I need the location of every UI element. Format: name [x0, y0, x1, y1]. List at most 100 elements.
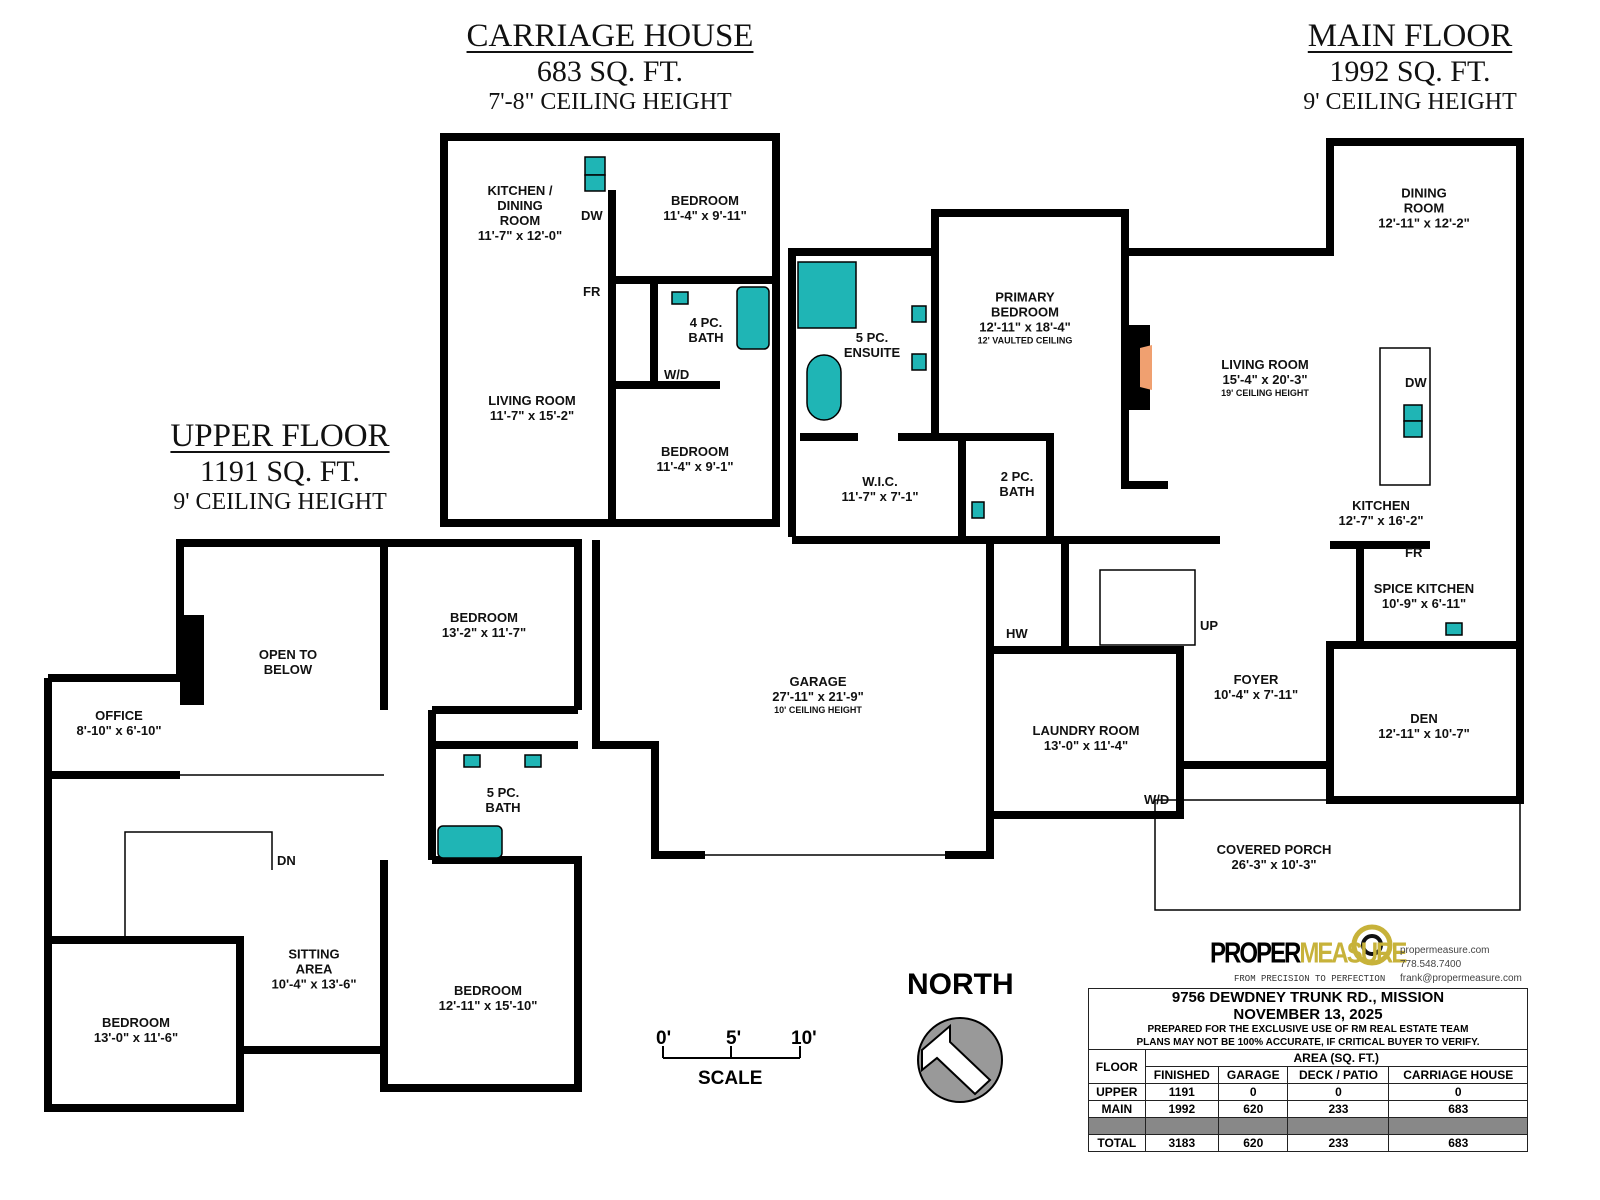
room-name: BATH	[485, 800, 521, 815]
scale-tick-10: 10'	[791, 1028, 817, 1049]
room-label: W.I.C.11'-7" x 7'-1"	[841, 474, 918, 504]
room-name: BEDROOM	[671, 193, 739, 208]
header-area: 1191 SQ. FT.	[199, 455, 361, 488]
north-arrow	[917, 1017, 1003, 1103]
fridge-label: FR	[583, 284, 601, 299]
cell: TOTAL	[1088, 1134, 1146, 1152]
upper-fireplace	[180, 615, 204, 705]
walls	[44, 133, 1524, 1112]
room-label: 2 PC.BATH	[999, 469, 1034, 499]
room-dimensions: 11'-4" x 9'-11"	[663, 208, 747, 223]
room-name: BEDROOM	[991, 304, 1059, 320]
area-summary-table: 9756 DEWDNEY TRUNK RD., MISSION NOVEMBER…	[1088, 988, 1529, 1152]
room-label: 4 PC.BATH	[688, 315, 723, 345]
main-floor-header: MAIN FLOOR 1992 SQ. FT. 9' CEILING HEIGH…	[1280, 18, 1540, 116]
header-area: 1992 SQ. FT.	[1329, 55, 1491, 88]
bathtub-icon	[736, 286, 770, 350]
header-title: MAIN FLOOR	[1307, 18, 1513, 54]
upper-floor-walls	[48, 539, 582, 710]
hot-water-label: HW	[1006, 626, 1028, 641]
cell: MAIN	[1088, 1100, 1146, 1118]
north-arrow-icon	[921, 1023, 992, 1096]
room-name: PRIMARY	[995, 289, 1055, 305]
room-dimensions: 11'-4" x 9'-1"	[656, 459, 734, 474]
cell: 233	[1287, 1134, 1390, 1152]
carriage-house-header: CARRIAGE HOUSE 683 SQ. FT. 7'-8" CEILING…	[440, 18, 780, 116]
cell: 683	[1388, 1134, 1528, 1152]
scale-bar	[662, 1046, 801, 1059]
main-floor-walls	[788, 209, 1168, 537]
col-header: DECK / PATIO	[1287, 1066, 1390, 1084]
prepared-for: PREPARED FOR THE EXCLUSIVE USE OF RM REA…	[1147, 1024, 1469, 1035]
col-header: GARAGE	[1218, 1066, 1289, 1084]
cell: 620	[1218, 1100, 1289, 1118]
room-name: KITCHEN /	[487, 183, 553, 198]
room-dimensions: 10'-9" x 6'-11"	[1381, 596, 1467, 611]
room-name: BEDROOM	[450, 610, 518, 625]
room-name: SPICE KITCHEN	[1373, 581, 1475, 596]
logo-brand-a: PROPER	[1210, 937, 1301, 970]
cell: 0	[1287, 1083, 1390, 1101]
room-dimensions: 13'-0" x 11'-4"	[1043, 738, 1129, 753]
room-label: 5 PC.ENSUITE	[844, 330, 900, 360]
shaded-row	[1088, 1117, 1528, 1135]
room-name: 5 PC.	[855, 330, 889, 345]
room-dimensions: 12'-7" x 16'-2"	[1338, 513, 1424, 528]
room-name: LIVING ROOM	[1221, 357, 1309, 372]
room-name: BATH	[688, 330, 724, 345]
room-name: DINING	[497, 198, 543, 213]
stairs-up-label: UP	[1200, 618, 1219, 633]
room-dimensions: 10'-4" x 13'-6"	[271, 976, 357, 992]
room-name: LAUNDRY ROOM	[1032, 723, 1140, 738]
header-area: 683 SQ. FT.	[536, 55, 684, 88]
fireplace	[1128, 325, 1150, 410]
room-name: SITTING	[288, 946, 340, 962]
room-dimensions: 27'-11" x 21'-9"	[772, 689, 864, 704]
room-name: BEDROOM	[102, 1015, 170, 1030]
room-dimensions: 12'-11" x 18'-4"	[979, 319, 1071, 335]
room-name: 5 PC.	[486, 785, 520, 800]
col-header: FINISHED	[1144, 1066, 1220, 1084]
room-name: ENSUITE	[843, 345, 901, 360]
cell: 1992	[1144, 1100, 1220, 1118]
scale-label: SCALE	[698, 1068, 763, 1089]
area-header: AREA (SQ. FT.)	[1144, 1049, 1529, 1067]
north-label: NORTH	[907, 968, 1014, 1001]
website: propermeasure.com	[1400, 945, 1490, 956]
dishwasher-label: DW	[1405, 375, 1427, 390]
header-ceiling: 9' CEILING HEIGHT	[1303, 89, 1517, 115]
disclaimer: PLANS MAY NOT BE 100% ACCURATE, IF CRITI…	[1136, 1037, 1480, 1048]
room-name: DINING	[1401, 185, 1447, 201]
address: 9756 DEWDNEY TRUNK RD., MISSION	[1171, 989, 1445, 1006]
room-name: LIVING ROOM	[488, 393, 576, 408]
fridge-label: FR	[1405, 545, 1423, 560]
cell: 620	[1218, 1134, 1289, 1152]
washer-dryer-label: W/D	[1144, 792, 1170, 807]
contact-info: propermeasure.com 778.548.7400 frank@pro…	[1400, 944, 1522, 986]
room-dimensions: 10'-4" x 7'-11"	[1213, 687, 1299, 702]
cell: 683	[1388, 1100, 1528, 1118]
room-note: 12' VAULTED CEILING	[977, 335, 1073, 346]
room-name: COVERED PORCH	[1216, 842, 1332, 857]
room-name: BEDROOM	[661, 444, 729, 459]
bathtub-icon	[437, 825, 503, 859]
washer-dryer-label: W/D	[664, 367, 690, 382]
cell: UPPER	[1088, 1083, 1146, 1101]
